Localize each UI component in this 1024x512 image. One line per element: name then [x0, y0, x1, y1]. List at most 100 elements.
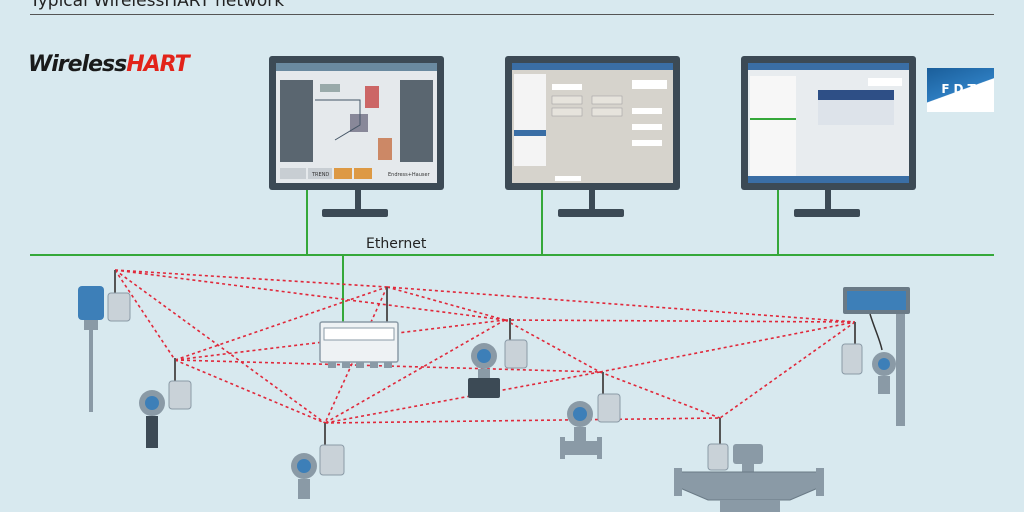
gateway-terminal: [328, 362, 336, 368]
screen-taskbar: [748, 176, 909, 183]
sensor-stem: [878, 376, 890, 394]
mesh-link: [114, 269, 176, 361]
gateway-terminal: [356, 362, 364, 368]
screen-button-trend-label: TREND: [311, 172, 329, 178]
screen-button: [591, 95, 623, 105]
mesh-link: [114, 269, 326, 424]
mounting-pole: [896, 314, 905, 426]
pipe-flange: [816, 468, 824, 496]
screen-titlebar: [276, 63, 437, 71]
screen-button: [280, 168, 306, 179]
screen-tree-selected: [514, 130, 546, 136]
mesh-link: [386, 286, 506, 321]
monitor-config: [505, 56, 680, 217]
screen-brand-box: [868, 78, 902, 86]
gateway-panel: [323, 327, 395, 341]
mesh-link: [504, 319, 856, 323]
mesh-link: [386, 286, 856, 323]
transmitter-display: [297, 459, 311, 473]
mesh-link: [174, 286, 388, 361]
screen-list-divider: [750, 118, 796, 120]
wirelesshart-gateway: [319, 287, 399, 368]
power-cable: [869, 313, 883, 351]
screen-panel-right: [400, 80, 433, 162]
transmitter-display: [477, 349, 491, 363]
monitor-neck: [589, 190, 595, 210]
solar-panel-cells: [847, 291, 906, 310]
wirelesshart-logo-part1: Wireless: [28, 52, 127, 77]
mesh-link: [174, 359, 326, 424]
mesh-link: [324, 319, 506, 424]
transmitter-display: [878, 358, 890, 370]
transmitter-neck: [84, 320, 98, 330]
monitor-neck: [825, 190, 831, 210]
gateway-terminal: [342, 362, 350, 368]
monitor-scada: TREND Endress+Hauser: [269, 56, 444, 217]
screen-list-panel: [750, 76, 796, 176]
level-probe: [89, 330, 93, 412]
mesh-link: [114, 269, 388, 288]
pipe-flange: [560, 437, 565, 459]
monitor-fdt: [741, 56, 916, 217]
mesh-link: [324, 371, 601, 424]
mesh-link: [324, 417, 721, 424]
fdt-logo-band: [927, 68, 994, 112]
screen-field: [552, 84, 582, 90]
mesh-link: [174, 319, 506, 361]
fdt-logo: FDT: [927, 68, 994, 112]
mesh-link: [719, 321, 856, 419]
screen-process-reactor: [350, 114, 368, 132]
screen-panel-left: [280, 80, 313, 162]
screen-status-field: [555, 176, 581, 181]
screen-field: [632, 108, 662, 114]
pressure-transmitter: [468, 318, 528, 398]
screen-process-pipe: [315, 99, 361, 141]
sensor-stem: [298, 479, 310, 499]
coriolis-body: [679, 471, 819, 501]
transmitter-display: [145, 396, 159, 410]
sensor-stem: [146, 416, 158, 448]
ethernet-bus: [30, 190, 994, 322]
flow-pipe: [562, 441, 600, 455]
wirelesshart-logo-part2: HART: [126, 52, 189, 77]
gateway-terminals: [328, 362, 392, 368]
wireless-adapter: [841, 343, 863, 375]
screen-dialog-body: [818, 100, 894, 125]
transmitter-neck: [574, 427, 586, 441]
screen-titlebar: [512, 63, 673, 70]
pressure-flange: [468, 378, 500, 398]
transmitter-neck: [742, 464, 754, 472]
wireless-adapter: [168, 380, 192, 410]
transmitter-head: [733, 444, 763, 464]
screen-dialog-header: [818, 90, 894, 100]
diagram-title: Typical WirelessHART network: [30, 0, 285, 11]
gateway-terminal: [384, 362, 392, 368]
screen-brand-box: [632, 80, 667, 89]
screen-field: [632, 140, 662, 146]
screen-titlebar: [748, 63, 909, 70]
bottom-transmitter: [291, 423, 345, 499]
screen-button: [551, 95, 583, 105]
wireless-adapter: [107, 292, 131, 322]
screen-process-column: [365, 86, 379, 108]
pipe-flange: [597, 437, 602, 459]
flow-meter: [560, 372, 621, 459]
level-transmitter: [78, 270, 131, 412]
fdt-logo-text: FDT: [941, 82, 980, 96]
ethernet-label: Ethernet: [366, 236, 427, 252]
solar-powered-device: [841, 287, 910, 426]
transmitter-housing: [78, 286, 104, 320]
screen-button: [591, 107, 623, 117]
screen-alarm-button: [354, 168, 372, 179]
screen-tree-panel: [514, 74, 546, 166]
monitor-base: [794, 209, 860, 217]
screen-alarm-button: [334, 168, 352, 179]
mesh-link: [504, 319, 601, 373]
mesh-link: [599, 321, 856, 373]
screen-process-tank: [320, 84, 340, 92]
wireless-adapter: [597, 393, 621, 423]
screen-brand: Endress+Hauser: [388, 172, 431, 178]
screen-button-trend: [308, 168, 332, 179]
coriolis-lower: [720, 500, 780, 512]
